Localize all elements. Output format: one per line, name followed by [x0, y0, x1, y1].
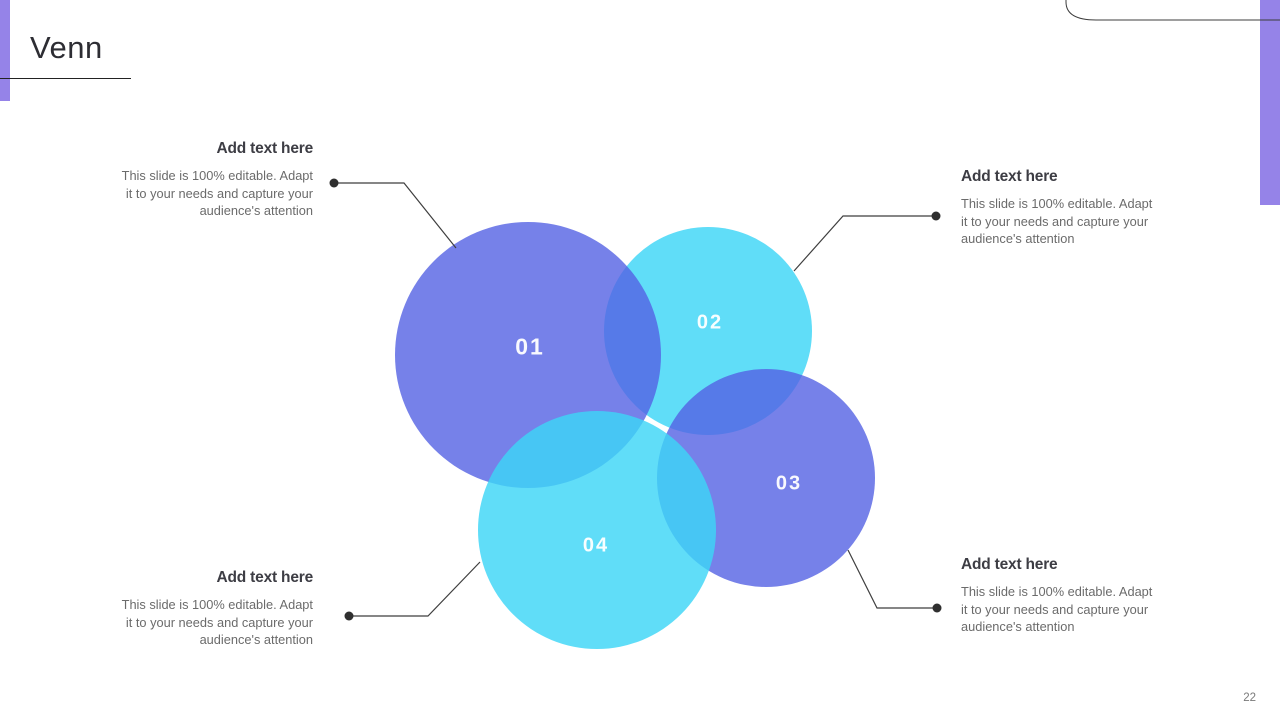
callout-text-line: This slide is 100% editable. Adapt [961, 196, 1153, 211]
callout-heading: Add text here [961, 556, 1058, 573]
callout-text-line: audience's attention [961, 231, 1075, 247]
callout-text-line: This slide is 100% editable. Adapt [961, 584, 1153, 599]
connector-top-left [334, 182, 457, 249]
callout-text-line: audience's attention [199, 203, 313, 219]
right-accent-bar [1260, 0, 1280, 205]
callout-text-line: This slide is 100% editable. Adapt [121, 597, 313, 612]
page-number: 22 [1243, 692, 1256, 704]
title-underline [0, 78, 131, 79]
callout-top-left: Add text here This slide is 100% editabl… [121, 140, 314, 220]
left-accent-bar [0, 0, 10, 101]
callout-text-line: it to your needs and capture your [961, 601, 1149, 617]
callout-text-line: it to your needs and capture your [961, 213, 1149, 229]
page-title: Venn [30, 30, 103, 65]
callout-text-line: it to your needs and capture your [125, 185, 313, 201]
callout-text-line: audience's attention [199, 632, 313, 648]
venn-label-02: 02 [696, 311, 724, 334]
callout-text-line: This slide is 100% editable. Adapt [121, 168, 313, 183]
connector-dot-bottom-left [344, 611, 354, 621]
callout-text-line: it to your needs and capture your [125, 614, 313, 630]
venn-label-03: 03 [775, 472, 803, 495]
connector-bottom-right [847, 549, 937, 609]
callout-bottom-left: Add text here This slide is 100% editabl… [121, 569, 314, 649]
connector-dot-top-right [931, 211, 941, 221]
connector-bottom-left [349, 561, 481, 617]
connector-dot-bottom-right [932, 603, 942, 613]
callout-bottom-right: Add text here This slide is 100% editabl… [961, 556, 1152, 636]
callout-heading: Add text here [961, 168, 1058, 185]
connector-top-right [793, 215, 936, 272]
callout-heading: Add text here [216, 140, 314, 157]
callout-text-line: audience's attention [961, 619, 1075, 635]
venn-label-01: 01 [515, 333, 545, 360]
connector-dot-top-left [329, 178, 339, 188]
venn-label-04: 04 [582, 534, 610, 557]
venn-circle-04 [478, 411, 716, 649]
callout-top-right: Add text here This slide is 100% editabl… [961, 168, 1152, 248]
callout-heading: Add text here [216, 569, 314, 586]
